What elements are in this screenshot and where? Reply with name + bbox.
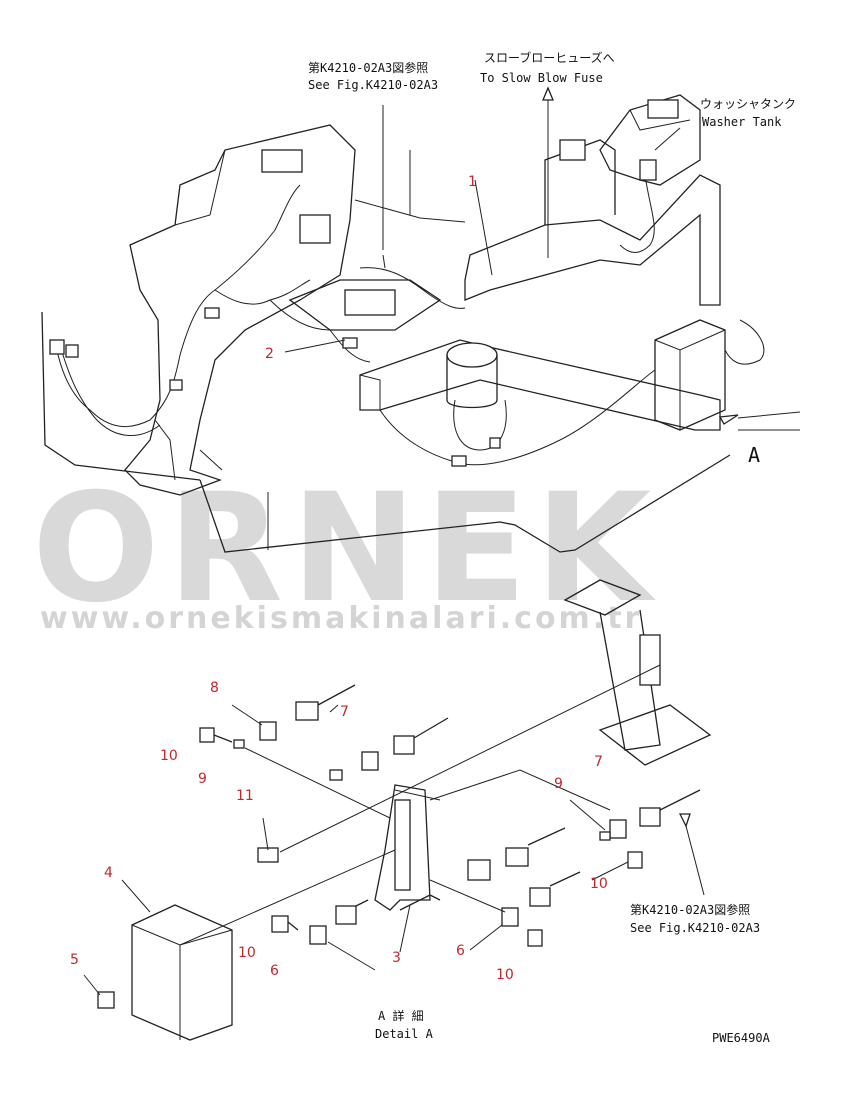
callout-11: 11 [236, 788, 254, 804]
washer-9-right [599, 831, 611, 841]
bolt-5 [97, 991, 115, 1009]
connector-6-left [309, 925, 327, 945]
bolt-10-right-low [527, 929, 543, 947]
drawing-number: PWE6490A [712, 1031, 771, 1045]
bolt-10-mid [271, 915, 289, 933]
callout-4: 4 [104, 865, 113, 881]
washer-tank-en: Washer Tank [702, 115, 782, 129]
bolt-10-right [627, 851, 643, 869]
view-a-label: A [748, 443, 760, 467]
callout-10-right-low: 10 [496, 967, 514, 983]
callout-10-mid: 10 [238, 945, 256, 961]
ref-note-bottom-jp: 第K4210-02A3図参照 [630, 902, 750, 917]
upper-assembly [41, 86, 801, 553]
connector-7 [295, 701, 319, 721]
callout-10: 10 [160, 748, 178, 764]
connector-7-right [609, 819, 627, 839]
ref-note-top-jp: 第K4210-02A3図参照 [308, 60, 428, 75]
bolt-10-left [199, 727, 233, 743]
callout-6-right: 6 [456, 943, 465, 959]
callout-10-right: 10 [590, 876, 608, 892]
callout-7: 7 [340, 704, 349, 720]
fuse-note-jp: スローブローヒューズへ [484, 50, 615, 65]
fuse-note-en: To Slow Blow Fuse [480, 71, 603, 85]
connector-8 [259, 721, 277, 741]
callout-3: 3 [392, 950, 401, 966]
callout-5: 5 [70, 952, 79, 968]
callout-6-left: 6 [270, 963, 279, 979]
detail-title-jp: A 詳 細 [378, 1008, 424, 1023]
watermark-brand: ORNEK [32, 462, 659, 636]
callout-9-right: 9 [554, 776, 563, 792]
callout-8: 8 [210, 680, 219, 696]
callout-9: 9 [198, 771, 207, 787]
ref-note-top-en: See Fig.K4210-02A3 [308, 78, 438, 92]
callout-7-right: 7 [594, 754, 603, 770]
detail-title-en: Detail A [375, 1027, 434, 1041]
connector-6-right [501, 907, 519, 927]
bolt-11 [257, 847, 279, 863]
callout-1: 1 [468, 174, 477, 190]
detail-a-assembly [83, 579, 712, 1041]
washer-9 [233, 739, 245, 749]
ref-note-bottom-en: See Fig.K4210-02A3 [630, 921, 760, 935]
watermark-url: www.ornekismakinalari.com.tr [40, 601, 642, 636]
washer-tank-jp: ウォッシャタンク [700, 97, 796, 111]
callout-2: 2 [265, 346, 274, 362]
